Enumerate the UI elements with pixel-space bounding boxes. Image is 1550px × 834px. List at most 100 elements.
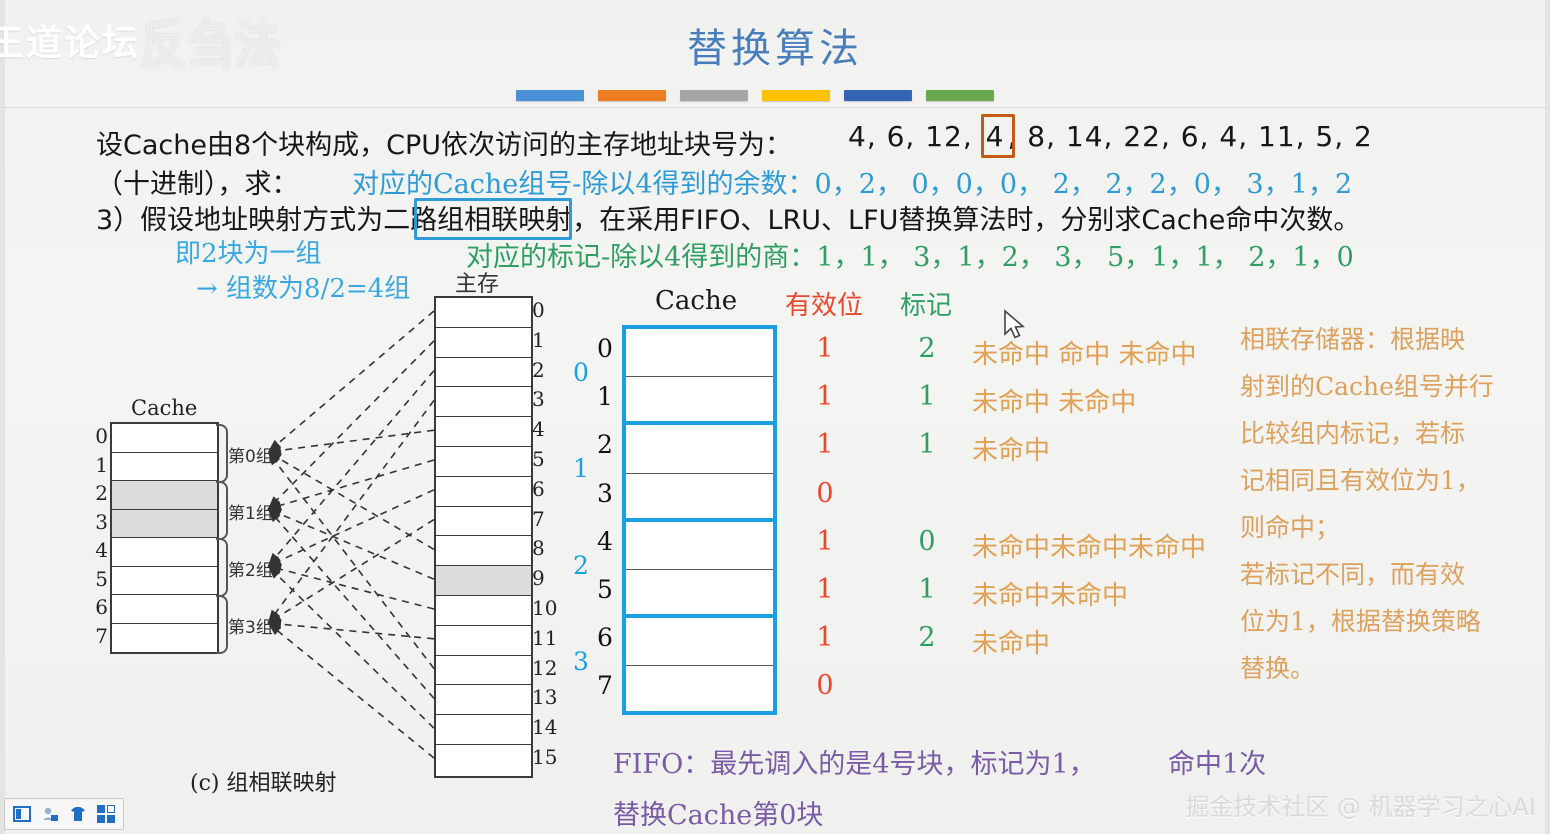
cache-table-blocks bbox=[622, 325, 777, 715]
figure-caption: (c) 组相联映射 bbox=[190, 771, 337, 796]
set-number-values: 0，2， 0，0，0， 2， 2，2，0， 3，1，2 bbox=[814, 169, 1353, 200]
figure-group-label-3: 第3组 bbox=[228, 618, 273, 638]
cache-table-block bbox=[626, 425, 773, 474]
figure-memory-block bbox=[436, 596, 531, 626]
watermark-bottom-right: 掘金技术社区 @ 机器学习之心AI bbox=[1185, 793, 1536, 821]
cache-table-valid-header: 有效位 bbox=[785, 291, 864, 321]
hit-miss-annotation: 未命中 命中 未命中 bbox=[972, 340, 1197, 370]
figure-cache-block bbox=[112, 453, 217, 481]
tag-label: 对应的标记-除以4得到的商： bbox=[466, 242, 817, 273]
cache-table-row-index: 2 bbox=[597, 430, 613, 460]
figure-memory-index: 2 bbox=[532, 357, 545, 382]
address-sequence-highlighted-value: 4 bbox=[980, 114, 1015, 158]
question-line-3-boxed-term: 二路组相联 bbox=[383, 205, 519, 236]
cache-table-row-index: 5 bbox=[597, 574, 613, 604]
brace-set-0 bbox=[216, 424, 228, 483]
hit-miss-annotation: 未命中 未命中 bbox=[972, 388, 1137, 419]
slideshow-icon-cell-2 bbox=[107, 805, 115, 813]
slideshow-icon[interactable] bbox=[97, 805, 115, 823]
accent-bar-6 bbox=[926, 90, 994, 101]
figure-memory-block bbox=[436, 656, 531, 686]
page-title: 替换算法 bbox=[687, 26, 863, 72]
set-number-label: 对应的Cache组号-除以4得到的余数： bbox=[352, 169, 815, 200]
explanation-line: 替换。 bbox=[1240, 654, 1316, 683]
note-blocks-per-set: 即2块为一组 bbox=[175, 239, 322, 269]
figure-memory-index: 3 bbox=[532, 387, 545, 412]
fifo-line-2: 替换Cache第0块 bbox=[613, 800, 824, 831]
cache-table-tag-header: 标记 bbox=[900, 291, 953, 321]
cache-table-valid-bit: 1 bbox=[816, 333, 834, 364]
set-number-annotation: 对应的Cache组号-除以4得到的余数：0，2， 0，0，0， 2， 2，2，0… bbox=[352, 162, 1352, 201]
cache-table-block bbox=[626, 474, 773, 522]
watermark-top-left-ghost: 反刍法 bbox=[140, 13, 281, 76]
cache-table-group-index: 3 bbox=[573, 647, 589, 677]
cache-table-valid-bit: 1 bbox=[816, 381, 834, 413]
cache-table-tag-value: 0 bbox=[918, 525, 936, 557]
question-line-2-prefix: （十进制），求： bbox=[96, 169, 299, 200]
figure-memory-index: 5 bbox=[532, 446, 545, 471]
figure-cache-index: 1 bbox=[95, 452, 108, 477]
explanation-line: 若标记不同，而有效 bbox=[1240, 560, 1466, 589]
reading-view-icon[interactable] bbox=[69, 805, 87, 823]
accent-bar-5 bbox=[844, 90, 912, 101]
question-line-1: 设Cache由8个块构成，CPU依次访问的主存地址块号为： bbox=[96, 130, 793, 161]
figure-cache-index: 2 bbox=[95, 481, 108, 505]
cache-table-title: Cache bbox=[655, 286, 738, 316]
figure-cache-blocks bbox=[110, 422, 219, 654]
cache-table-block bbox=[626, 377, 773, 426]
normal-view-icon[interactable] bbox=[13, 805, 31, 823]
figure-memory-block bbox=[436, 745, 531, 775]
explanation-line: 相联存储器：根据映 bbox=[1240, 325, 1466, 354]
figure-memory-block bbox=[436, 626, 531, 656]
figure-memory-block bbox=[436, 417, 531, 447]
cache-table-valid-bit: 0 bbox=[816, 670, 834, 702]
address-sequence-prefix: 4, 6, 12, bbox=[848, 120, 983, 153]
figure-cache-block bbox=[112, 509, 217, 538]
explanation-line: 比较组内标记，若标 bbox=[1240, 419, 1466, 448]
two-way-set-associative-highlight-box bbox=[414, 198, 572, 240]
brace-set-1 bbox=[216, 481, 228, 540]
slide-sorter-icon[interactable] bbox=[41, 805, 59, 823]
fifo-line-1: FIFO：最先调入的是4号块，标记为1， bbox=[613, 749, 1096, 780]
cache-table-block bbox=[626, 329, 773, 378]
figure-memory-index: 15 bbox=[532, 744, 558, 769]
cache-table-valid-bit: 1 bbox=[816, 525, 834, 557]
figure-memory-index: 8 bbox=[532, 536, 545, 561]
cache-table-valid-bit: 1 bbox=[816, 429, 834, 461]
figure-memory-block bbox=[436, 298, 531, 328]
cache-table-tag-value: 1 bbox=[918, 381, 936, 413]
figure-cache-block bbox=[112, 424, 217, 453]
cache-table-block bbox=[626, 618, 773, 667]
figure-memory-index: 1 bbox=[532, 327, 545, 352]
explanation-line: 记相同且有效位为1， bbox=[1240, 466, 1481, 495]
cache-table-tag-value: 1 bbox=[918, 573, 936, 605]
figure-memory-block bbox=[436, 507, 531, 537]
figure-memory-title: 主存 bbox=[455, 272, 500, 297]
figure-memory-index: 0 bbox=[532, 298, 545, 322]
cache-table-row-index: 4 bbox=[597, 526, 613, 556]
cache-table-block bbox=[626, 522, 773, 570]
accent-bar-1 bbox=[516, 90, 584, 101]
figure-cache-index: 6 bbox=[95, 595, 108, 619]
question-line-3: 3）假设地址映射方式为二路组相联映射，在采用FIFO、LRU、LFU替换算法时，… bbox=[96, 198, 1360, 237]
cache-table-row-index: 0 bbox=[597, 334, 613, 363]
question-line-3-part-a: 3）假设地址映射方式为 bbox=[96, 205, 384, 236]
view-toolbar[interactable] bbox=[4, 798, 124, 830]
hit-miss-annotation: 未命中未命中 bbox=[972, 581, 1129, 611]
cache-table-tag-value bbox=[912, 470, 942, 518]
cache-table-valid-bit: 1 bbox=[816, 622, 834, 654]
slideshow-icon-cell-3 bbox=[97, 815, 105, 823]
tag-values: 1，1， 3，1，2， 3， 5，1，1， 2，1，0 bbox=[816, 242, 1354, 273]
cache-table-tag-value: 1 bbox=[918, 429, 936, 461]
watermark-top-left: 王道论坛 bbox=[0, 23, 141, 64]
figure-memory-index: 14 bbox=[532, 715, 558, 740]
explanation-line: 射到的Cache组号并行 bbox=[1240, 372, 1494, 401]
explanation-line: 位为1，根据替换策略 bbox=[1240, 607, 1481, 636]
figure-cache-index: 3 bbox=[95, 509, 108, 534]
